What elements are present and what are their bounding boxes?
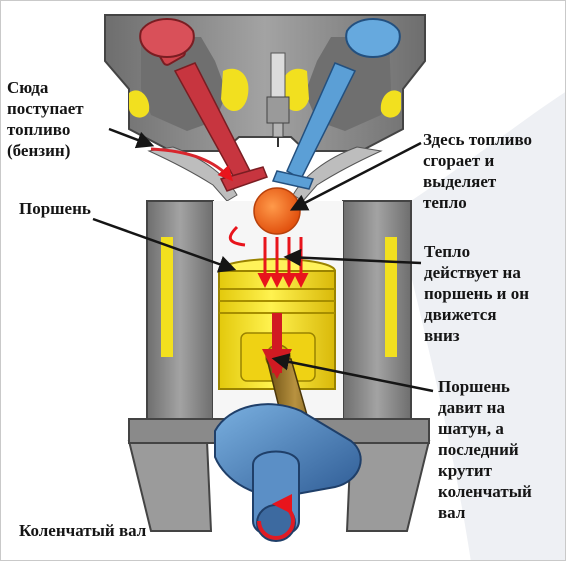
exhaust-valve: [271, 18, 401, 190]
spark-plug-icon: [266, 52, 290, 147]
fuel-flow-arrow: [150, 147, 233, 182]
background-swoosh: [396, 92, 565, 560]
coolant-channel: [129, 90, 150, 118]
label-combustion: Здесь топливо сгорает и выделяет тепло: [423, 130, 533, 212]
label-crankshaft: Коленчатый вал: [19, 521, 147, 540]
coolant-channel: [385, 237, 397, 357]
label-piston: Поршень: [19, 199, 91, 218]
combustion-ball: [253, 187, 301, 235]
crankshaft: [214, 403, 362, 542]
rotation-arrow-icon: [257, 494, 295, 540]
intake-valve: [139, 18, 268, 192]
coolant-channel: [221, 68, 249, 112]
label-piston-pushes-rod: Поршень давит на шатун, а последний крут…: [438, 377, 532, 522]
label-fuel-intake: Сюда поступает топливо (бензин): [7, 78, 84, 160]
pointer-lines: [92, 127, 434, 393]
coolant-channel: [161, 237, 173, 357]
coolant-channel: [380, 90, 401, 118]
label-heat-on-piston: Тепло действует на поршень и он движется…: [424, 242, 530, 345]
